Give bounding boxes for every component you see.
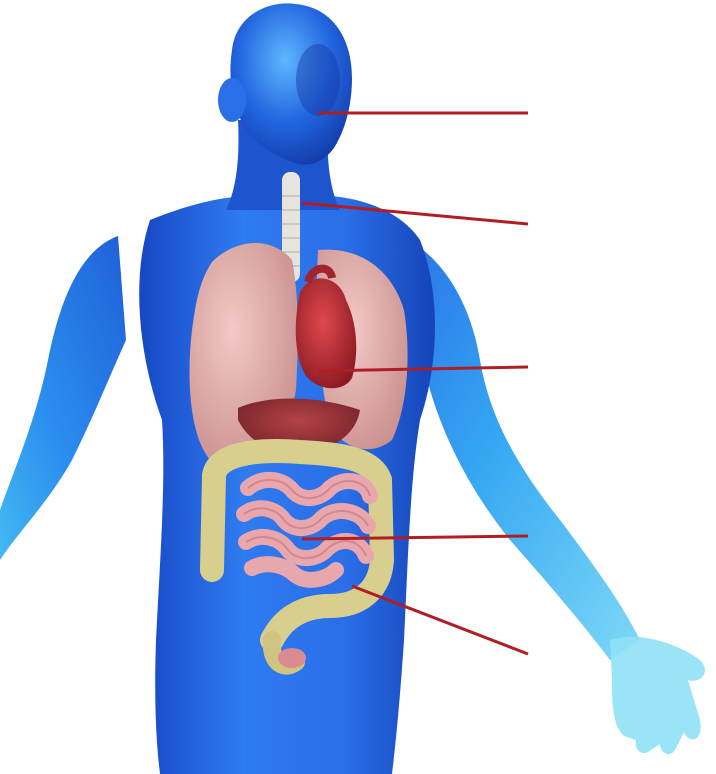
head <box>230 3 352 165</box>
left-arm <box>0 236 126 560</box>
ear <box>218 78 246 122</box>
aorta <box>304 264 336 284</box>
right-arm <box>392 232 640 660</box>
large-intestine <box>202 439 395 652</box>
leader-line-small-intestine <box>301 534 529 541</box>
face-highlight <box>296 44 340 116</box>
right-hand <box>610 636 705 755</box>
large-intestine-descending <box>200 464 226 582</box>
heart <box>295 278 357 389</box>
leader-line-trachea <box>301 201 529 226</box>
leader-line-large-intestine <box>351 584 529 656</box>
bladder <box>278 648 306 668</box>
leader-line-heart <box>317 365 529 373</box>
